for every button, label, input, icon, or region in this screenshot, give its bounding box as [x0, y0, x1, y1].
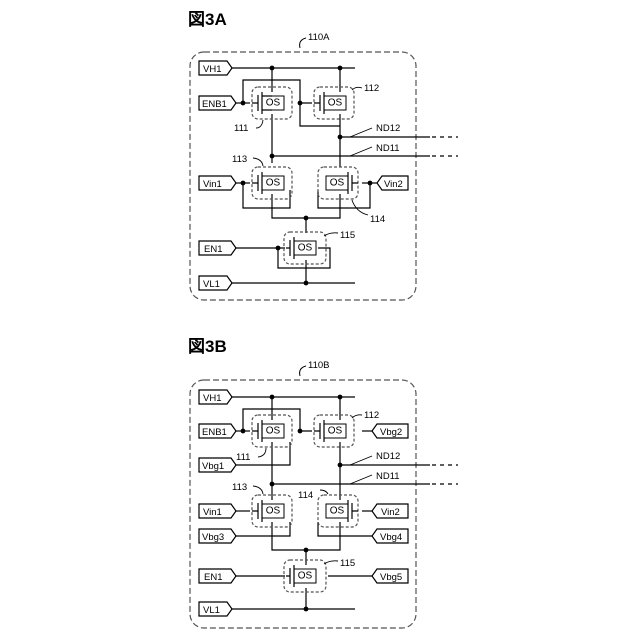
block-110a-label: 110A	[308, 32, 330, 43]
ref-114: 114	[370, 214, 385, 225]
external-lines-3a	[432, 137, 458, 156]
pin-b-vin1: Vin1	[199, 504, 236, 518]
svg-text:Vbg3: Vbg3	[202, 532, 224, 543]
node-b-nd11-label: ND11	[376, 471, 400, 482]
reference-labels-3a: 111 112 113 114 115 ND12 ND11	[232, 83, 400, 241]
svg-text:Vbg1: Vbg1	[202, 461, 224, 472]
figure-3b-title: 図3B	[188, 337, 227, 356]
block-110b-leader	[300, 366, 306, 376]
svg-text:OS: OS	[330, 178, 345, 189]
pin-vin2: Vin2	[377, 176, 408, 190]
ref-b-114: 114	[298, 490, 313, 501]
ref-b-115: 115	[340, 558, 355, 569]
reference-labels-3b: 111 112 113 114 115 ND12 ND11	[232, 410, 400, 569]
svg-text:OS: OS	[266, 426, 281, 437]
svg-text:Vin1: Vin1	[203, 507, 222, 518]
svg-text:Vbg4: Vbg4	[380, 532, 402, 543]
svg-text:VH1: VH1	[203, 393, 221, 404]
transistor-112: OS	[314, 87, 354, 119]
pin-en1: EN1	[199, 241, 236, 255]
svg-text:OS: OS	[298, 571, 313, 582]
ref-b-113: 113	[232, 482, 247, 493]
svg-text:OS: OS	[328, 426, 343, 437]
pin-b-vin2: Vin2	[372, 504, 408, 518]
svg-text:EN1: EN1	[204, 244, 222, 255]
svg-text:VL1: VL1	[203, 605, 220, 616]
svg-text:EN1: EN1	[204, 572, 222, 583]
external-lines-3b	[432, 465, 458, 484]
svg-text:Vin1: Vin1	[203, 179, 222, 190]
transistor-114: OS	[318, 167, 358, 199]
figure-3a-title: 図3A	[188, 10, 227, 29]
pin-b-enb1: ENB1	[199, 424, 236, 438]
block-110b-label: 110B	[308, 360, 329, 371]
svg-text:OS: OS	[266, 98, 281, 109]
node-b-nd12-label: ND12	[376, 451, 400, 462]
pin-b-vbg5: Vbg5	[372, 569, 408, 583]
pin-vl1: VL1	[199, 276, 232, 290]
svg-text:OS: OS	[298, 243, 313, 254]
transistor-b-112: OS	[314, 415, 354, 447]
svg-text:OS: OS	[330, 506, 345, 517]
pin-b-vbg3: Vbg3	[199, 529, 236, 543]
svg-text:VL1: VL1	[203, 279, 220, 290]
figure-3a: 図3A 110A VH1 ENB1 Vin1 Vin2 EN1 VL1	[188, 10, 458, 300]
svg-text:OS: OS	[328, 98, 343, 109]
svg-text:Vin2: Vin2	[384, 179, 403, 190]
transistor-b-115: OS	[284, 560, 326, 592]
ref-111: 111	[234, 123, 248, 134]
pin-vh1: VH1	[199, 61, 232, 75]
ref-115: 115	[340, 230, 355, 241]
svg-text:OS: OS	[266, 178, 281, 189]
svg-text:VH1: VH1	[203, 64, 221, 75]
pin-enb1: ENB1	[199, 96, 236, 110]
svg-text:Vbg2: Vbg2	[380, 427, 402, 438]
pin-b-vbg4: Vbg4	[372, 529, 408, 543]
figure-3b: 図3B 110B VH1 ENB1 Vbg1 Vin1 Vbg3 EN1	[188, 337, 458, 628]
svg-text:ENB1: ENB1	[202, 99, 227, 110]
pin-vin1: Vin1	[199, 176, 236, 190]
ref-b-112: 112	[364, 410, 379, 421]
pin-b-vl1: VL1	[199, 602, 232, 616]
svg-text:ENB1: ENB1	[202, 427, 227, 438]
pin-b-en1: EN1	[199, 569, 236, 583]
transistor-b-114: OS	[318, 495, 358, 527]
ref-112: 112	[364, 83, 379, 94]
svg-text:Vbg5: Vbg5	[380, 572, 402, 583]
node-nd12-label: ND12	[376, 123, 400, 134]
pin-b-vh1: VH1	[199, 390, 232, 404]
node-nd11-label: ND11	[376, 143, 400, 154]
pin-b-vbg1: Vbg1	[199, 458, 236, 472]
ref-b-111: 111	[236, 452, 250, 463]
svg-text:OS: OS	[266, 506, 281, 517]
svg-text:Vin2: Vin2	[381, 507, 400, 518]
block-110a-leader	[300, 38, 306, 48]
ref-113: 113	[232, 154, 247, 165]
pin-b-vbg2: Vbg2	[372, 424, 408, 438]
